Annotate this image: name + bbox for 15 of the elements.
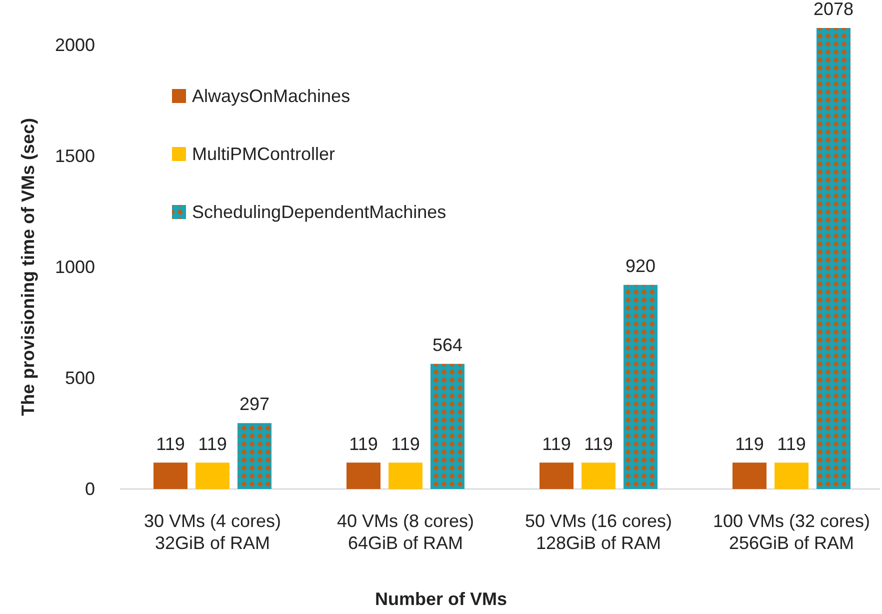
value-label: 920	[624, 254, 657, 277]
value-label: 2078	[812, 0, 855, 20]
y-axis-title: The provisioning time of VMs (sec)	[17, 116, 39, 418]
category-label: 50 VMs (16 cores) 128GiB of RAM	[524, 510, 674, 554]
x-axis-title: Number of VMs	[374, 588, 508, 610]
legend-label: SchedulingDependentMachines	[192, 201, 446, 223]
y-tick-label: 2000	[54, 34, 95, 56]
y-tick-label: 0	[84, 478, 95, 500]
value-label: 297	[238, 393, 271, 416]
legend-label: AlwaysOnMachines	[192, 85, 350, 107]
category-label: 100 VMs (32 cores) 256GiB of RAM	[712, 510, 872, 554]
category-label: 40 VMs (8 cores) 64GiB of RAM	[336, 510, 476, 554]
category-label: 30 VMs (4 cores) 32GiB of RAM	[142, 510, 282, 554]
value-label: 564	[431, 334, 464, 356]
legend-label: MultiPMController	[192, 143, 336, 165]
